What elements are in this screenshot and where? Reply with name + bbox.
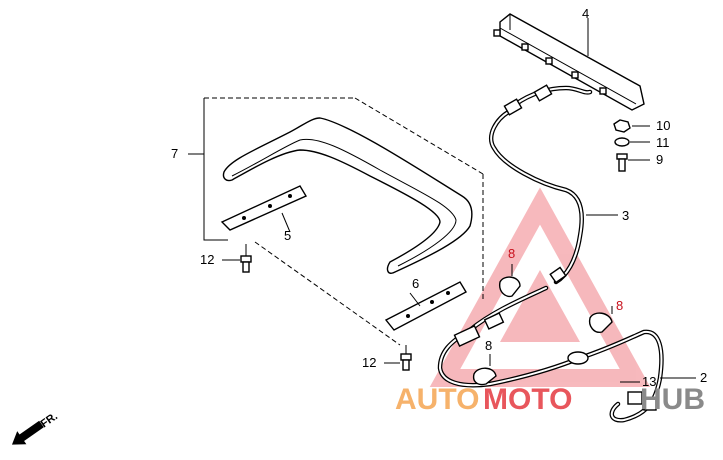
callout-7: 7 xyxy=(171,146,178,161)
callout-8-a: 8 xyxy=(508,246,515,261)
callout-4: 4 xyxy=(582,6,589,21)
spoiler-assembly-box xyxy=(188,97,484,346)
callout-12-upper: 12 xyxy=(200,252,214,267)
callout-13: 13 xyxy=(642,374,656,389)
callout-2: 2 xyxy=(700,370,707,385)
clip-8-b xyxy=(588,306,613,333)
watermark-text: AUTO MOTO HUB xyxy=(395,383,705,416)
spoiler-bracket-right xyxy=(384,281,467,331)
callout-8-b: 8 xyxy=(616,298,623,313)
callout-8-c: 8 xyxy=(485,338,492,353)
spoiler-bracket-left xyxy=(220,185,308,233)
rear-spoiler xyxy=(222,117,473,274)
bolt-12-upper xyxy=(222,244,252,273)
watermark-part2: MOTO xyxy=(483,383,572,416)
callout-6: 6 xyxy=(412,276,419,291)
front-arrow-icon xyxy=(11,420,44,445)
clip-8-a xyxy=(498,264,521,298)
callout-9: 9 xyxy=(656,152,663,167)
watermark-part1: AUTO xyxy=(395,383,479,416)
wire-harness-2 xyxy=(437,285,696,423)
clip-8-c xyxy=(472,354,497,386)
bolt-12-lower xyxy=(384,345,412,371)
wire-harness-3 xyxy=(488,84,618,285)
callout-5: 5 xyxy=(284,228,291,243)
callout-3: 3 xyxy=(622,208,629,223)
watermark-logo xyxy=(429,187,651,387)
nut-10 xyxy=(613,119,650,133)
watermark-part3: HUB xyxy=(640,383,705,416)
bolt-9 xyxy=(616,153,650,172)
callout-10: 10 xyxy=(656,118,670,133)
front-direction-indicator: FR. xyxy=(11,410,60,445)
callout-11: 11 xyxy=(656,135,670,150)
callout-12-lower: 12 xyxy=(362,355,376,370)
high-mount-stop-light xyxy=(493,13,645,111)
washer-11 xyxy=(614,137,650,147)
